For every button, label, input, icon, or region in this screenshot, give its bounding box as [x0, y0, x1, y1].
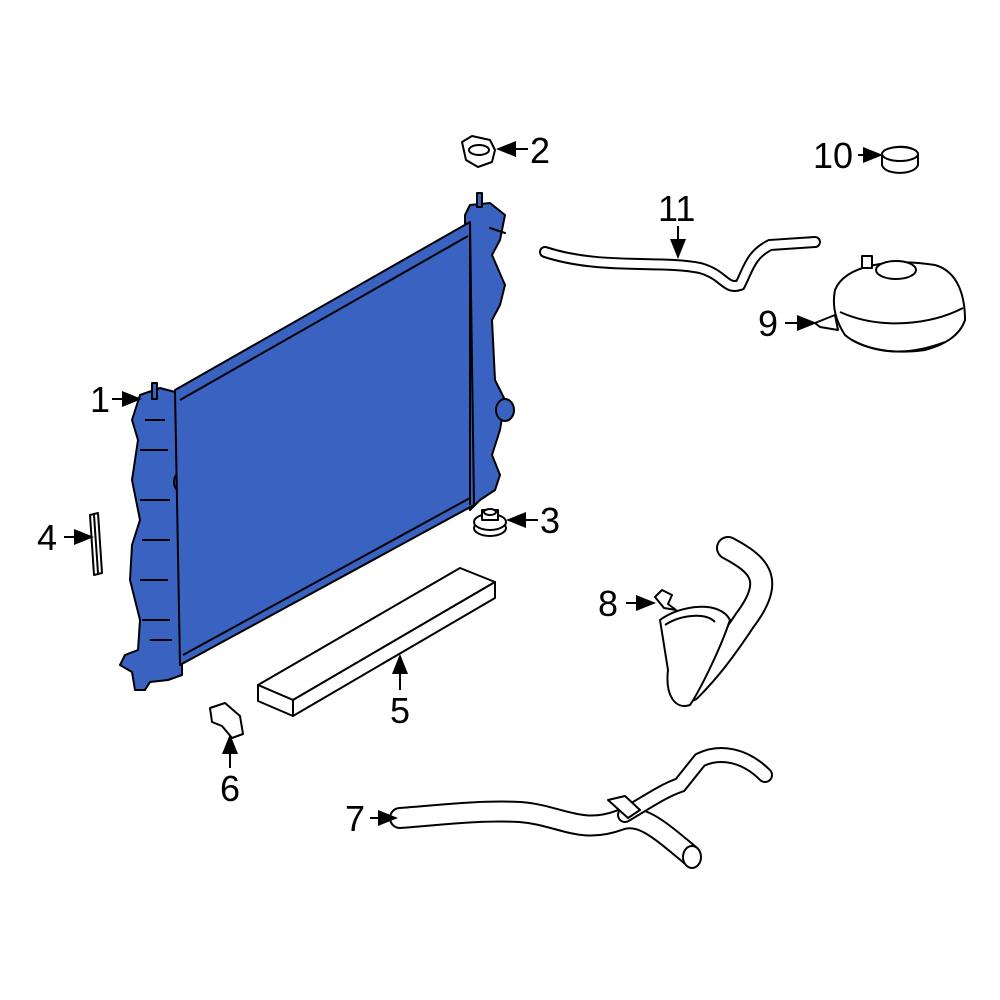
bracket[interactable] [209, 702, 244, 739]
callout-1: 1 [90, 379, 110, 420]
callout-3: 3 [540, 500, 560, 541]
hose-clamp [654, 589, 677, 611]
mount-insulator[interactable] [473, 508, 507, 537]
callout-8: 8 [598, 583, 618, 624]
air-deflector[interactable] [257, 567, 496, 717]
upper-hose[interactable] [654, 536, 774, 707]
lower-hose[interactable] [389, 747, 773, 869]
coolant-reservoir[interactable] [814, 255, 966, 353]
callout-arrows [64, 141, 883, 826]
callout-4: 4 [37, 517, 57, 558]
callout-2: 2 [530, 130, 550, 171]
callout-7: 7 [345, 798, 365, 839]
overflow-hose[interactable] [539, 236, 821, 292]
callout-5: 5 [390, 690, 410, 731]
seal-strip[interactable] [89, 512, 103, 576]
callout-6: 6 [220, 768, 240, 809]
callout-9: 9 [758, 303, 778, 344]
callout-10: 10 [813, 135, 853, 176]
callout-11: 11 [658, 188, 695, 229]
radiator-cap[interactable] [461, 135, 496, 168]
reservoir-cap[interactable] [881, 145, 919, 174]
radiator[interactable] [119, 192, 515, 691]
